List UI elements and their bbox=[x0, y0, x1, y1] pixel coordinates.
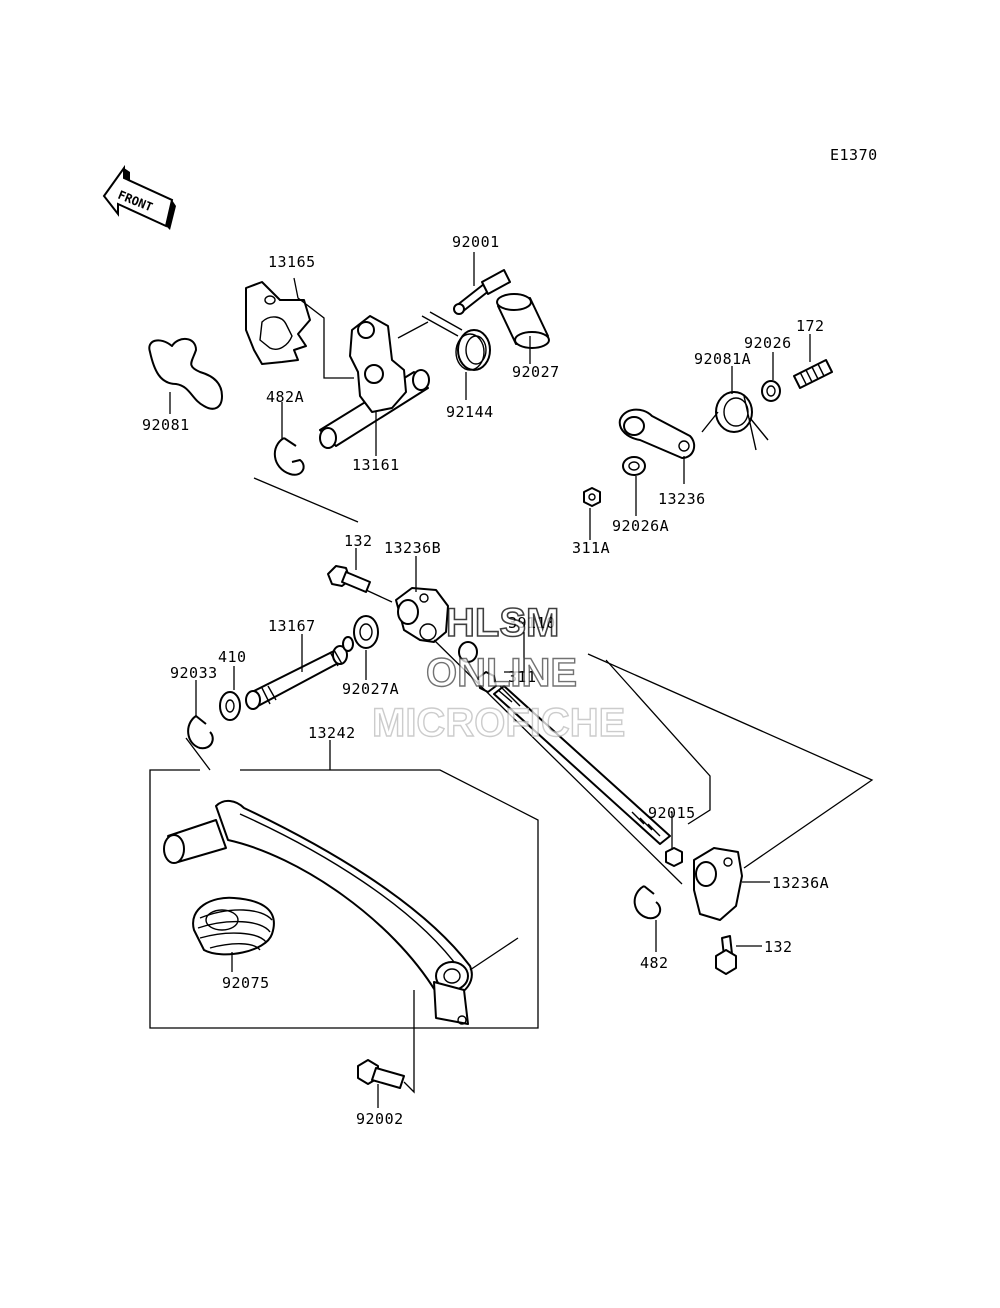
part-label-92002: 92002 bbox=[356, 1110, 404, 1128]
spring-92144-drawing bbox=[421, 311, 491, 371]
part-label-39110: 39110 bbox=[508, 614, 556, 632]
pedal-rubber-92075-drawing bbox=[192, 896, 275, 956]
shift-shaft-13161-drawing bbox=[319, 315, 430, 449]
part-label-13165: 13165 bbox=[268, 253, 316, 271]
part-label-13236b: 13236B bbox=[384, 539, 441, 557]
plate-13165-hole bbox=[264, 295, 276, 305]
part-label-311: 311 bbox=[508, 668, 537, 686]
shaft-13167-drawing bbox=[245, 645, 348, 710]
collar-92027-drawing bbox=[496, 293, 550, 349]
plate-13165-drawing bbox=[245, 281, 311, 365]
shift-pedal-13242-drawing bbox=[163, 800, 473, 1025]
part-label-13167: 13167 bbox=[268, 617, 316, 635]
tie-rod-39110-drawing bbox=[458, 641, 671, 845]
part-label-132-upper: 132 bbox=[344, 532, 373, 550]
part-label-92027a: 92027A bbox=[342, 680, 399, 698]
lever-13236b-drawing bbox=[395, 587, 449, 643]
washer-410-drawing bbox=[219, 691, 241, 721]
part-label-13236a: 13236A bbox=[772, 874, 829, 892]
part-label-92081: 92081 bbox=[142, 416, 190, 434]
watermark-line-1: HLSM bbox=[446, 601, 559, 645]
part-label-482: 482 bbox=[640, 954, 669, 972]
part-labels: 92001 13165 92081 482A 13161 92144 92027… bbox=[142, 233, 829, 1128]
part-label-172: 172 bbox=[796, 317, 825, 335]
circlip-482-drawing bbox=[633, 885, 662, 920]
circlip-92033-drawing bbox=[187, 715, 214, 750]
pin-92001-drawing bbox=[453, 269, 511, 315]
part-label-92075: 92075 bbox=[222, 974, 270, 992]
lever-13236-drawing bbox=[618, 408, 696, 459]
watermark-line-3: MICROFICHE bbox=[372, 701, 625, 745]
nut-92015-drawing bbox=[665, 847, 683, 867]
lever-13236a-drawing bbox=[693, 847, 743, 921]
stud-172-drawing bbox=[793, 359, 833, 389]
part-label-132-lower: 132 bbox=[764, 938, 793, 956]
bolt-132-upper-drawing bbox=[327, 565, 371, 593]
part-label-13161: 13161 bbox=[352, 456, 400, 474]
bushing-13167-end bbox=[342, 636, 354, 652]
part-label-92033: 92033 bbox=[170, 664, 218, 682]
bolt-92002-drawing bbox=[357, 1059, 405, 1089]
part-label-482a: 482A bbox=[266, 388, 304, 406]
leader-lines bbox=[149, 252, 874, 1108]
part-label-92144: 92144 bbox=[446, 403, 494, 421]
bolt-132-lower-drawing bbox=[715, 935, 737, 975]
circlip-482a-drawing bbox=[274, 437, 305, 476]
front-arrow-icon: FRONT bbox=[102, 164, 176, 230]
part-label-410: 410 bbox=[218, 648, 247, 666]
part-label-13236: 13236 bbox=[658, 490, 706, 508]
diagram-code: E1370 bbox=[830, 146, 878, 164]
washer-92026-drawing bbox=[761, 380, 781, 402]
collar-92027a-drawing bbox=[353, 615, 379, 649]
nut-311a-drawing bbox=[583, 487, 601, 507]
part-label-92026a: 92026A bbox=[612, 517, 669, 535]
watermark: HLSM ONLINE MICROFICHE bbox=[371, 600, 626, 746]
part-label-92015: 92015 bbox=[648, 804, 696, 822]
plate-13165-cutout bbox=[259, 316, 293, 350]
gasket-92081-drawing bbox=[148, 338, 223, 410]
part-label-92026: 92026 bbox=[744, 334, 792, 352]
part-label-92081a: 92081A bbox=[694, 350, 751, 368]
washer-92026a-drawing bbox=[622, 456, 646, 476]
part-label-92001: 92001 bbox=[452, 233, 500, 251]
part-label-13242: 13242 bbox=[308, 724, 356, 742]
part-label-92027: 92027 bbox=[512, 363, 560, 381]
watermark-line-2: ONLINE bbox=[426, 651, 577, 695]
spring-92081a-drawing bbox=[701, 391, 769, 451]
part-label-311a: 311A bbox=[572, 539, 610, 557]
